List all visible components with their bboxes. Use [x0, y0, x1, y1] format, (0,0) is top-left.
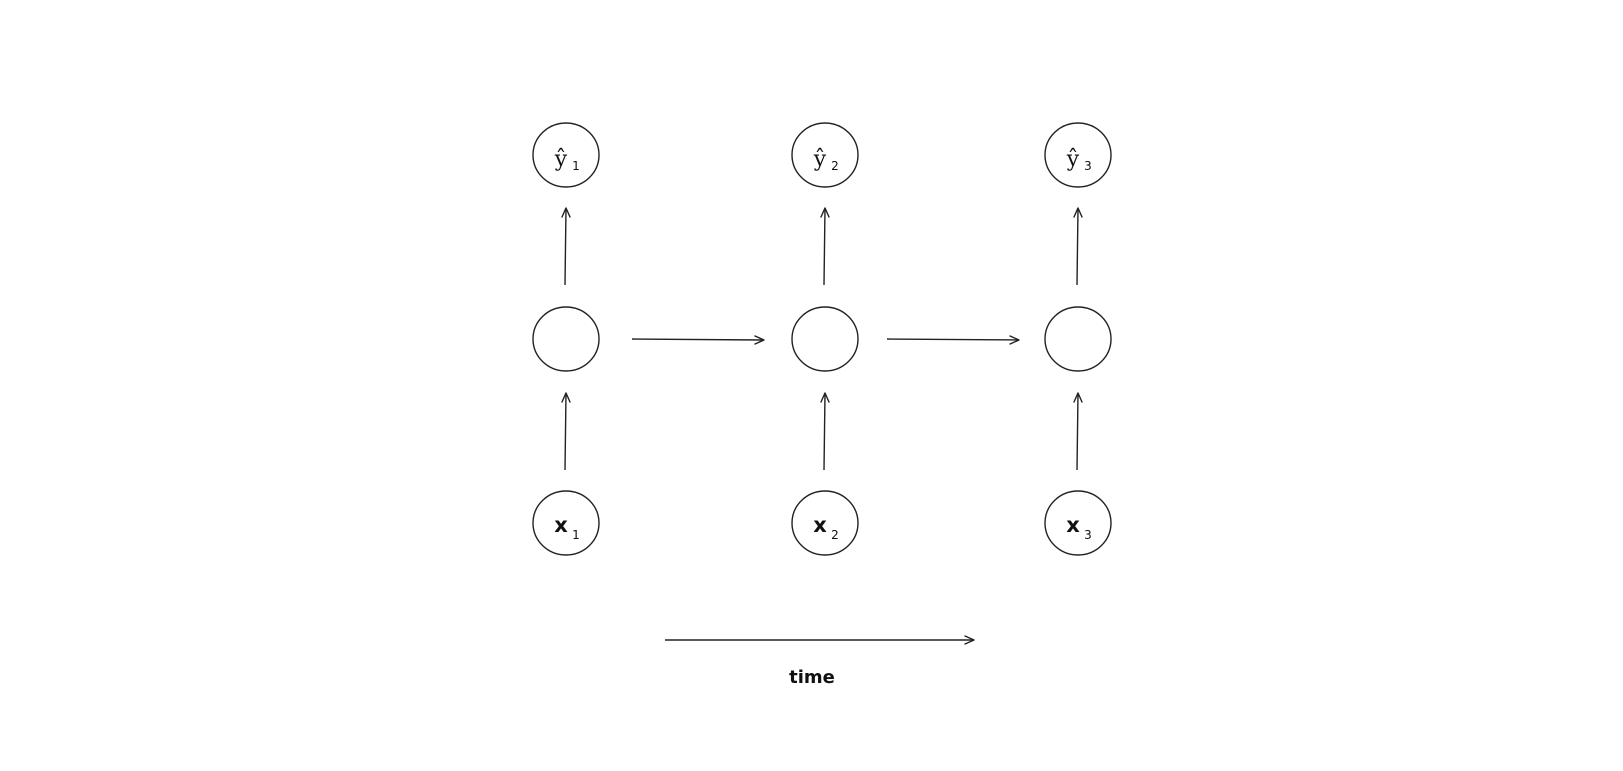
output-node-2: ŷ 2 [791, 122, 859, 188]
input-node-1: x 1 [532, 490, 600, 556]
hidden-node-3 [1044, 306, 1112, 372]
output-subscript-3: 3 [1084, 159, 1092, 173]
column-1: ŷ 1 x 1 [532, 122, 600, 556]
output-subscript-2: 2 [831, 159, 839, 173]
output-node-3: ŷ 3 [1044, 122, 1112, 188]
input-subscript-1: 1 [572, 528, 580, 542]
output-label-2: ŷ [813, 147, 827, 172]
arrow-input-to-hidden-2 [820, 392, 830, 471]
output-label-3: ŷ [1066, 147, 1080, 172]
time-label: time [789, 667, 835, 688]
input-node-3: x 3 [1044, 490, 1112, 556]
arrow-hidden-to-output-3 [1073, 207, 1083, 286]
output-node-1: ŷ 1 [532, 122, 600, 188]
arrow-hidden-to-output-2 [820, 207, 830, 286]
time-axis: time [665, 635, 975, 688]
arrow-hidden-1-to-hidden-2 [631, 335, 765, 345]
input-label-1: x [554, 513, 568, 537]
arrow-input-to-hidden-1 [561, 392, 571, 471]
column-3: ŷ 3 x 3 [1044, 122, 1112, 556]
input-label-3: x [1066, 513, 1080, 537]
input-subscript-2: 2 [831, 528, 839, 542]
input-label-2: x [813, 513, 827, 537]
column-2: ŷ 2 x 2 [791, 122, 859, 556]
arrow-input-to-hidden-3 [1073, 392, 1083, 471]
hidden-node-2 [791, 306, 859, 372]
arrow-hidden-2-to-hidden-3 [886, 335, 1020, 345]
arrow-hidden-to-output-1 [561, 207, 571, 286]
output-subscript-1: 1 [572, 159, 580, 173]
input-node-2: x 2 [791, 490, 859, 556]
hidden-node-1 [532, 306, 600, 372]
input-subscript-3: 3 [1084, 528, 1092, 542]
output-label-1: ŷ [554, 147, 568, 172]
